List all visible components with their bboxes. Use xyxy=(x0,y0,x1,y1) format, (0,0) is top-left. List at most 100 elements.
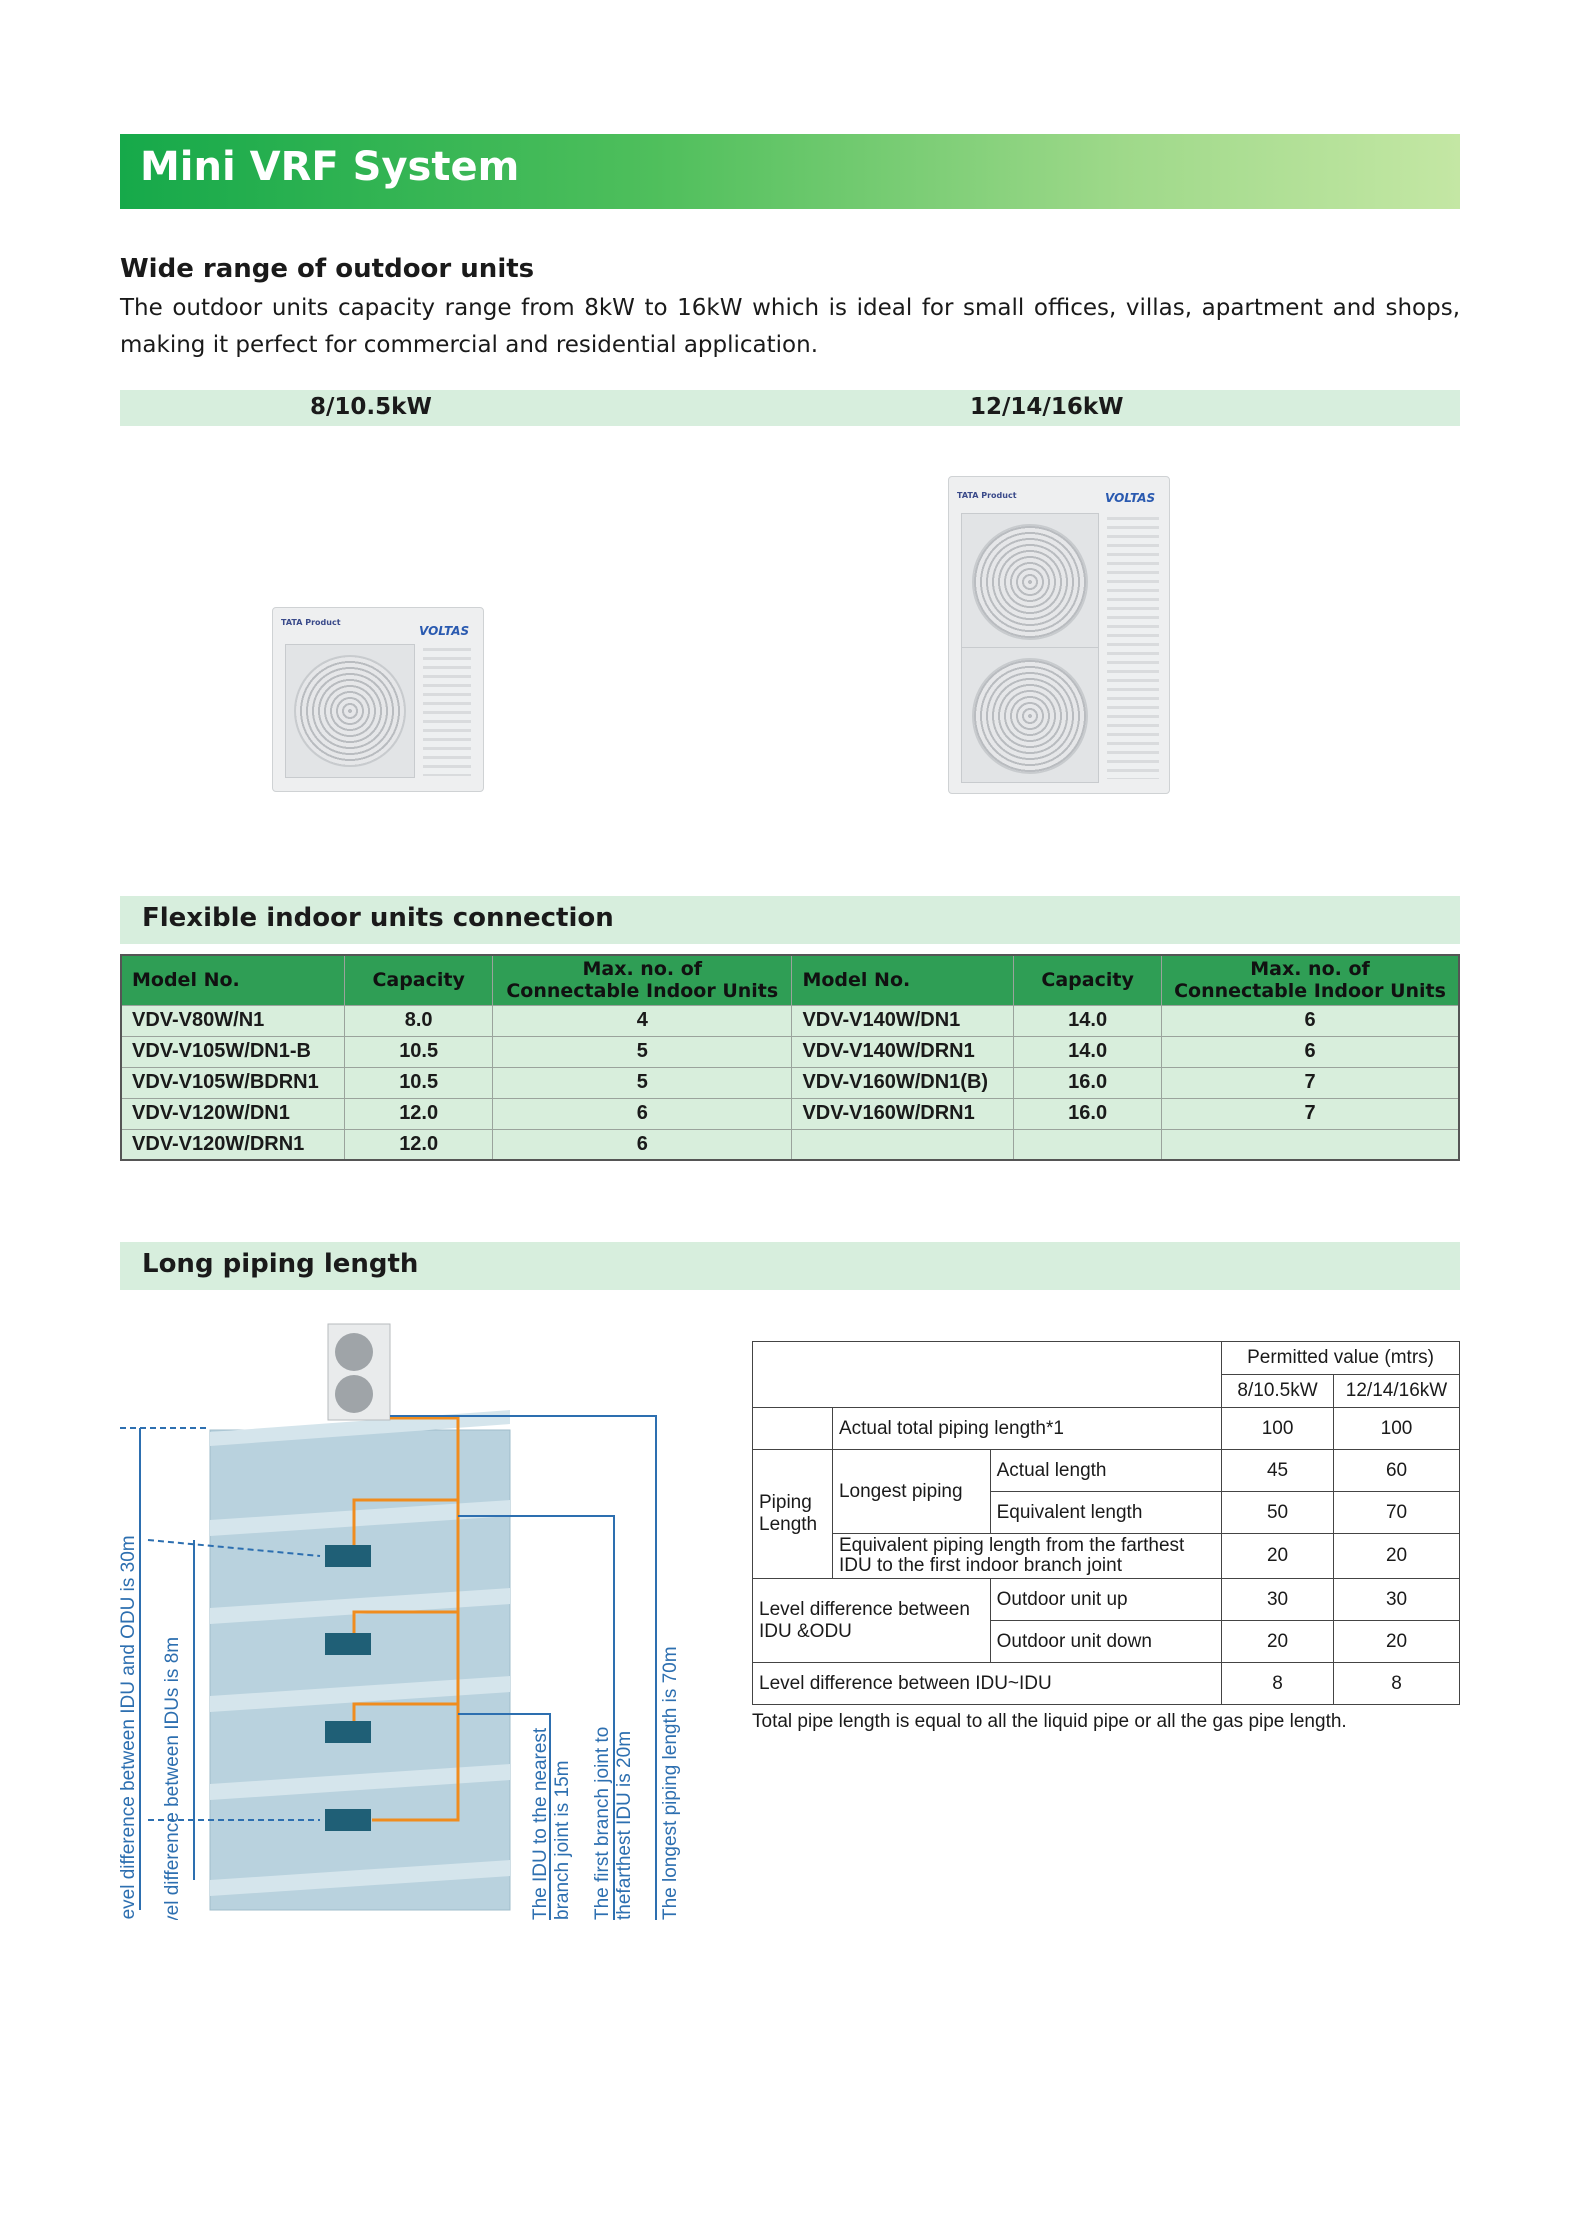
table-cell: 60 xyxy=(1333,1449,1460,1492)
table-header-row: 8/10.5kW 12/14/16kW xyxy=(753,1374,1460,1408)
table-cell: 6 xyxy=(1161,1035,1460,1068)
table-row: VDV-V105W/DN1-B 10.5 5 VDV-V140W/DRN1 14… xyxy=(120,1035,1460,1068)
row-group-label: Piping Length xyxy=(752,1449,833,1579)
fan-icon xyxy=(972,658,1088,774)
side-vents xyxy=(1107,517,1159,779)
brand-tag: TATA Product xyxy=(281,618,341,627)
table-cell: 100 xyxy=(1221,1407,1335,1450)
table-cell: 14.0 xyxy=(1013,1035,1163,1068)
measure-lines xyxy=(120,1415,657,1920)
table-cell: 20 xyxy=(1333,1533,1460,1579)
capacity-large-label: 12/14/16kW xyxy=(970,394,1124,420)
table-row: Actual total piping length*1 100 100 xyxy=(752,1407,1460,1450)
table-row: VDV-V105W/BDRN1 10.5 5 VDV-V160W/DN1(B) … xyxy=(120,1066,1460,1099)
floor-slabs xyxy=(210,1410,510,1896)
table-header-row: Permitted value (mtrs) xyxy=(751,1341,1460,1408)
label-idu-level: Level difference between IDUs is 8m xyxy=(162,1637,183,1920)
table-cell: 10.5 xyxy=(344,1035,494,1068)
table-row: VDV-V120W/DRN1 12.0 6 xyxy=(120,1128,1460,1161)
row-label: Equivalent piping length from the farthe… xyxy=(831,1533,1223,1579)
fan-grille-bottom xyxy=(961,647,1099,783)
table-row: Level difference between IDU~IDU 8 8 xyxy=(751,1662,1460,1705)
table-row: Equivalent length 50 70 xyxy=(753,1491,1460,1534)
table-cell: VDV-V140W/DN1 xyxy=(791,1004,1015,1037)
table-cell: 4 xyxy=(492,1004,793,1037)
table-cell: 8 xyxy=(1221,1662,1335,1705)
table-cell: 45 xyxy=(1221,1449,1335,1492)
column-header-small: 8/10.5kW xyxy=(1221,1374,1335,1408)
table-row: Outdoor unit down 20 20 xyxy=(753,1620,1460,1663)
table-cell xyxy=(791,1128,1015,1161)
brand-logo: VOLTAS xyxy=(419,624,470,638)
side-vents xyxy=(423,648,471,776)
outdoor-description: The outdoor units capacity range from 8k… xyxy=(120,295,1460,358)
indoor-unit-icon xyxy=(325,1721,371,1743)
label-idu-odu-level: Level difference between IDU and ODU is … xyxy=(118,1535,139,1920)
table-cell: VDV-V80W/N1 xyxy=(120,1004,346,1037)
table-cell: 8 xyxy=(1333,1662,1460,1705)
table-cell: 14.0 xyxy=(1013,1004,1163,1037)
table-cell: VDV-V105W/DN1-B xyxy=(120,1035,346,1068)
fan-grille-top xyxy=(961,513,1099,649)
piping-length-table: Permitted value (mtrs) 8/10.5kW 12/14/16… xyxy=(751,1341,1460,1705)
indoor-unit-icon xyxy=(325,1633,371,1655)
fan-icon xyxy=(294,655,406,767)
label-branch-joint-distance: branch joint is 15m xyxy=(552,1761,573,1920)
capacity-band: 8/10.5kW 12/14/16kW xyxy=(120,390,1460,426)
table-cell: 12.0 xyxy=(344,1097,494,1130)
table-cell: VDV-V160W/DRN1 xyxy=(791,1097,1015,1130)
table-cell xyxy=(1161,1128,1460,1161)
row-group-label: Level difference between IDU &ODU xyxy=(752,1578,991,1663)
row-label: Outdoor unit up xyxy=(989,1578,1223,1621)
table-cell: 6 xyxy=(492,1128,793,1161)
label-first-branch-joint: The first branch joint to xyxy=(592,1727,613,1920)
table-corner xyxy=(751,1341,1223,1408)
table-cell: VDV-V160W/DN1(B) xyxy=(791,1066,1015,1099)
table-cell xyxy=(752,1407,833,1450)
table-cell: 6 xyxy=(1161,1004,1460,1037)
table-cell: VDV-V120W/DRN1 xyxy=(120,1128,346,1161)
permitted-header: Permitted value (mtrs) xyxy=(1221,1341,1460,1375)
roof-outdoor-unit-icon xyxy=(327,1323,391,1421)
label-longest-piping: The longest piping length is 70m xyxy=(660,1646,681,1920)
row-label: Level difference between IDU~IDU xyxy=(751,1662,1223,1705)
indoor-unit-icon xyxy=(325,1809,371,1831)
header-banner: Mini VRF System xyxy=(120,134,1460,209)
column-header-capacity: Capacity xyxy=(344,954,494,1006)
table-cell xyxy=(1013,1128,1163,1161)
table-cell: 100 xyxy=(1333,1407,1460,1450)
table-cell: 5 xyxy=(492,1066,793,1099)
table-cell: VDV-V105W/BDRN1 xyxy=(120,1066,346,1099)
table-cell: 20 xyxy=(1333,1620,1460,1663)
refrigerant-pipe xyxy=(352,1416,460,1822)
table-cell: 5 xyxy=(492,1035,793,1068)
table-row: Level difference between IDU &ODU Outdoo… xyxy=(752,1578,1460,1663)
table-cell: 20 xyxy=(1221,1533,1335,1579)
piping-heading: Long piping length xyxy=(142,1249,419,1279)
table-cell: 7 xyxy=(1161,1097,1460,1130)
indoor-unit-icon xyxy=(325,1545,371,1567)
brand-logo: VOLTAS xyxy=(1105,491,1156,505)
table-row: VDV-V120W/DN1 12.0 6 VDV-V160W/DRN1 16.0… xyxy=(120,1097,1460,1130)
fan-icon xyxy=(972,524,1088,640)
table-row: Piping Length Longest piping Actual leng… xyxy=(752,1449,1460,1579)
row-label: Equivalent length xyxy=(989,1491,1223,1534)
page-title: Mini VRF System xyxy=(140,144,520,190)
column-header-model: Model No. xyxy=(120,954,346,1006)
row-label: Longest piping xyxy=(831,1449,991,1534)
table-cell: 7 xyxy=(1161,1066,1460,1099)
outdoor-unit-small-icon: TATA Product VOLTAS xyxy=(272,607,484,792)
capacity-small-label: 8/10.5kW xyxy=(310,394,432,420)
table-cell: 16.0 xyxy=(1013,1097,1163,1130)
piping-diagram: Level difference between IDU and ODU is … xyxy=(118,1323,681,1920)
label-farthest-idu: thefarthest IDU is 20m xyxy=(614,1731,635,1920)
building-front xyxy=(210,1430,510,1910)
table-row: Equivalent piping length from the farthe… xyxy=(753,1533,1460,1579)
column-header-model: Model No. xyxy=(791,954,1015,1006)
table-cell: VDV-V140W/DRN1 xyxy=(791,1035,1015,1068)
table-cell: 6 xyxy=(492,1097,793,1130)
table-cell: VDV-V120W/DN1 xyxy=(120,1097,346,1130)
